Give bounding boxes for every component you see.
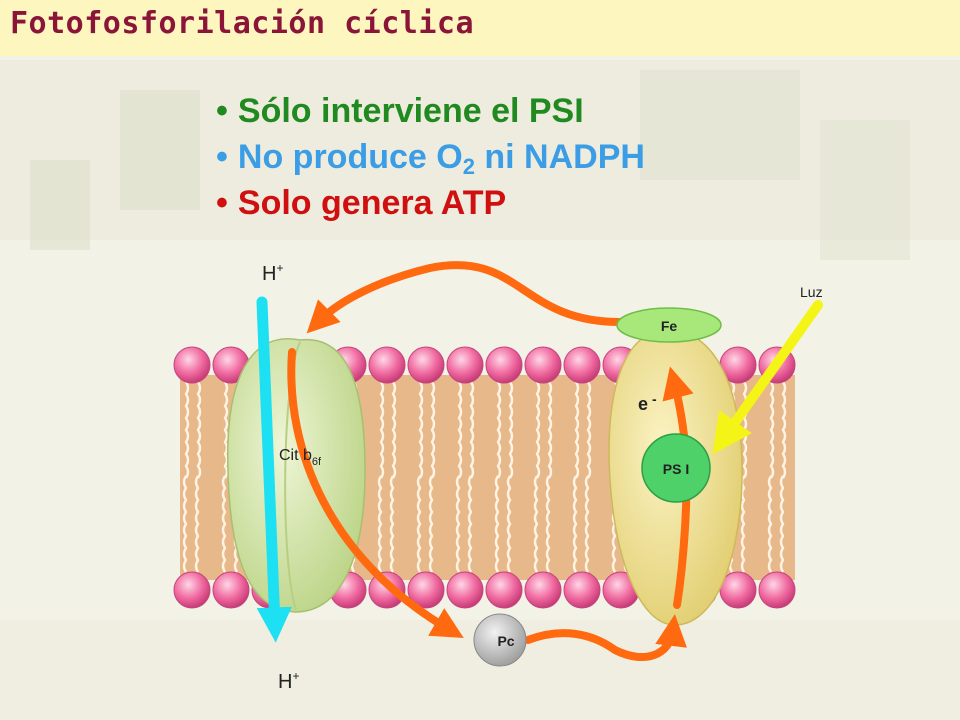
- proton-flow-arrow: [256, 296, 292, 643]
- lipid-head-bottom: [173, 571, 211, 609]
- proton-top-label: H+: [262, 261, 283, 285]
- title-bar: Fotofosforilación cíclica: [0, 0, 960, 56]
- lipid-head-top: [446, 346, 484, 384]
- lipid-head-bottom: [212, 571, 250, 609]
- bullet-list: •Sólo interviene el PSI •No produce O2 n…: [216, 88, 645, 226]
- lipid-tail: [572, 381, 580, 573]
- light-label: Luz: [800, 284, 823, 300]
- electron-label: e-: [638, 391, 657, 414]
- lipid-tail: [377, 381, 385, 573]
- lipid-head-bottom: [485, 571, 523, 609]
- page-title: Fotofosforilación cíclica: [10, 6, 475, 41]
- lipid-head-bottom: [446, 571, 484, 609]
- lipid-tail: [767, 381, 775, 573]
- proton-bottom-label: H+: [278, 669, 299, 693]
- lipid-head-top: [524, 346, 562, 384]
- lipid-tail: [455, 381, 463, 573]
- fe-label: Fe: [661, 318, 678, 334]
- fe-carrier: Fe: [616, 307, 722, 343]
- lipid-tail: [194, 381, 202, 573]
- lipid-head-bottom: [368, 571, 406, 609]
- lipid-tail: [182, 381, 190, 573]
- lipid-tail: [545, 381, 553, 573]
- bullet-item-no-o2: •No produce O2 ni NADPH: [216, 138, 645, 179]
- light-arrow: [712, 300, 823, 455]
- lipid-head-top: [563, 346, 601, 384]
- lipid-tail: [494, 381, 502, 573]
- electron-arrow-pc-to-ps1: [524, 614, 687, 662]
- cyt-b6f-label: Cit b6f: [279, 447, 322, 468]
- lipid-head-bottom: [758, 571, 796, 609]
- electron-arrow-fe-to-cyt: [306, 261, 624, 334]
- lipid-tail: [779, 381, 787, 573]
- lipid-tail: [533, 381, 541, 573]
- bullet-item-psi: •Sólo interviene el PSI: [216, 92, 584, 130]
- lipid-tail: [467, 381, 475, 573]
- lipid-tail: [428, 381, 436, 573]
- lipid-tail: [221, 381, 229, 573]
- ps1-label: PS I: [663, 461, 689, 477]
- plastocyanin-carrier: Pc: [473, 613, 527, 667]
- lipid-tail: [416, 381, 424, 573]
- lipid-head-bottom: [524, 571, 562, 609]
- lipid-tail: [584, 381, 592, 573]
- ps1-center: PS I: [641, 433, 711, 503]
- lipid-head-top: [407, 346, 445, 384]
- bullet-item-atp: •Solo genera ATP: [216, 184, 507, 222]
- pc-label: Pc: [497, 633, 514, 649]
- lipid-head-top: [485, 346, 523, 384]
- electron-arrow-cyt-to-pc: [287, 348, 464, 639]
- lipid-head-top: [173, 346, 211, 384]
- lipid-tail: [506, 381, 514, 573]
- lipid-head-top: [368, 346, 406, 384]
- lipid-head-bottom: [407, 571, 445, 609]
- cytochrome-b6f-complex: [227, 338, 366, 613]
- lipid-head-bottom: [563, 571, 601, 609]
- lipid-tail: [389, 381, 397, 573]
